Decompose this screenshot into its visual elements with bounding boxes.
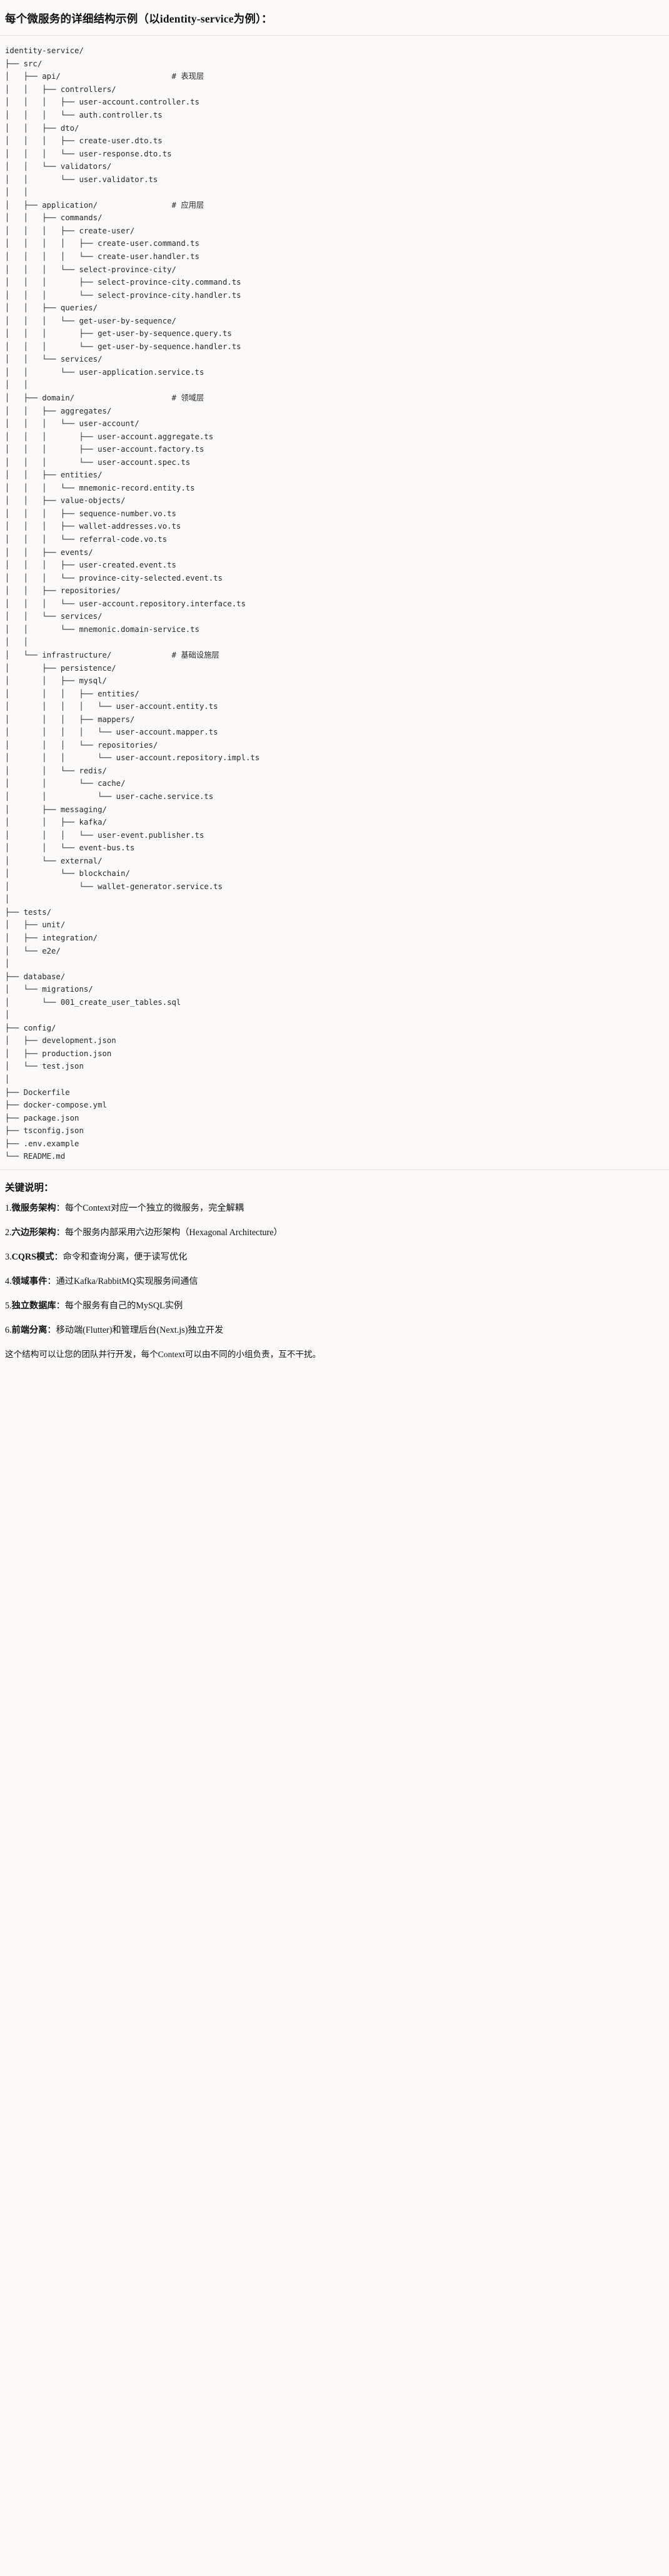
key-notes-section: 关键说明： 1.微服务架构：每个Context对应一个独立的微服务，完全解耦 2… [0, 1170, 669, 1377]
item-separator: ： [54, 1251, 63, 1262]
directory-tree-block: identity-service/ ├── src/ │ ├── api/ # … [0, 36, 669, 1169]
item-term: 前端分离 [11, 1325, 48, 1335]
key-notes-heading: 关键说明： [5, 1182, 54, 1193]
tree-divider [0, 1169, 669, 1170]
item-separator: ： [47, 1276, 56, 1286]
item-number: 5. [5, 1300, 12, 1311]
item-number: 6. [5, 1325, 12, 1335]
item-separator: ： [56, 1227, 65, 1238]
item-description: 每个服务内部采用六边形架构（Hexagonal Architecture） [64, 1227, 283, 1238]
list-item: 1.微服务架构：每个Context对应一个独立的微服务，完全解耦 [5, 1201, 660, 1215]
item-description: 每个服务有自己的MySQL实例 [64, 1300, 183, 1311]
directory-tree: identity-service/ ├── src/ │ ├── api/ # … [5, 46, 260, 1161]
item-term: 领域事件 [11, 1276, 48, 1286]
title-divider [0, 35, 669, 36]
item-description: 命令和查询分离，便于读写优化 [63, 1251, 188, 1262]
page-title: 每个微服务的详细结构示例（以identity-service为例）： [5, 13, 273, 25]
item-number: 1. [5, 1203, 12, 1213]
list-item: 5.独立数据库：每个服务有自己的MySQL实例 [5, 1299, 660, 1313]
key-notes-list: 1.微服务架构：每个Context对应一个独立的微服务，完全解耦 2.六边形架构… [5, 1201, 660, 1337]
list-item: 2.六边形架构：每个服务内部采用六边形架构（Hexagonal Architec… [5, 1226, 660, 1240]
item-number: 3. [5, 1251, 12, 1262]
item-number: 4. [5, 1276, 12, 1286]
item-term: 微服务架构 [11, 1203, 56, 1213]
item-separator: ： [56, 1300, 65, 1311]
closing-paragraph: 这个结构可以让您的团队并行开发，每个Context可以由不同的小组负责，互不干扰… [5, 1349, 321, 1359]
list-item: 4.领域事件：通过Kafka/RabbitMQ实现服务间通信 [5, 1275, 660, 1288]
item-term: 六边形架构 [11, 1227, 56, 1238]
list-item: 6.前端分离：移动端(Flutter)和管理后台(Next.js)独立开发 [5, 1323, 660, 1337]
item-term: CQRS模式 [11, 1251, 54, 1262]
item-number: 2. [5, 1227, 12, 1238]
item-description: 每个Context对应一个独立的微服务，完全解耦 [64, 1203, 244, 1213]
item-term: 独立数据库 [11, 1300, 56, 1311]
item-description: 通过Kafka/RabbitMQ实现服务间通信 [56, 1276, 198, 1286]
item-separator: ： [56, 1203, 65, 1213]
page-root: 每个微服务的详细结构示例（以identity-service为例）： ident… [0, 13, 669, 1377]
list-item: 3.CQRS模式：命令和查询分离，便于读写优化 [5, 1250, 660, 1264]
item-description: 移动端(Flutter)和管理后台(Next.js)独立开发 [56, 1325, 224, 1335]
item-separator: ： [47, 1325, 56, 1335]
